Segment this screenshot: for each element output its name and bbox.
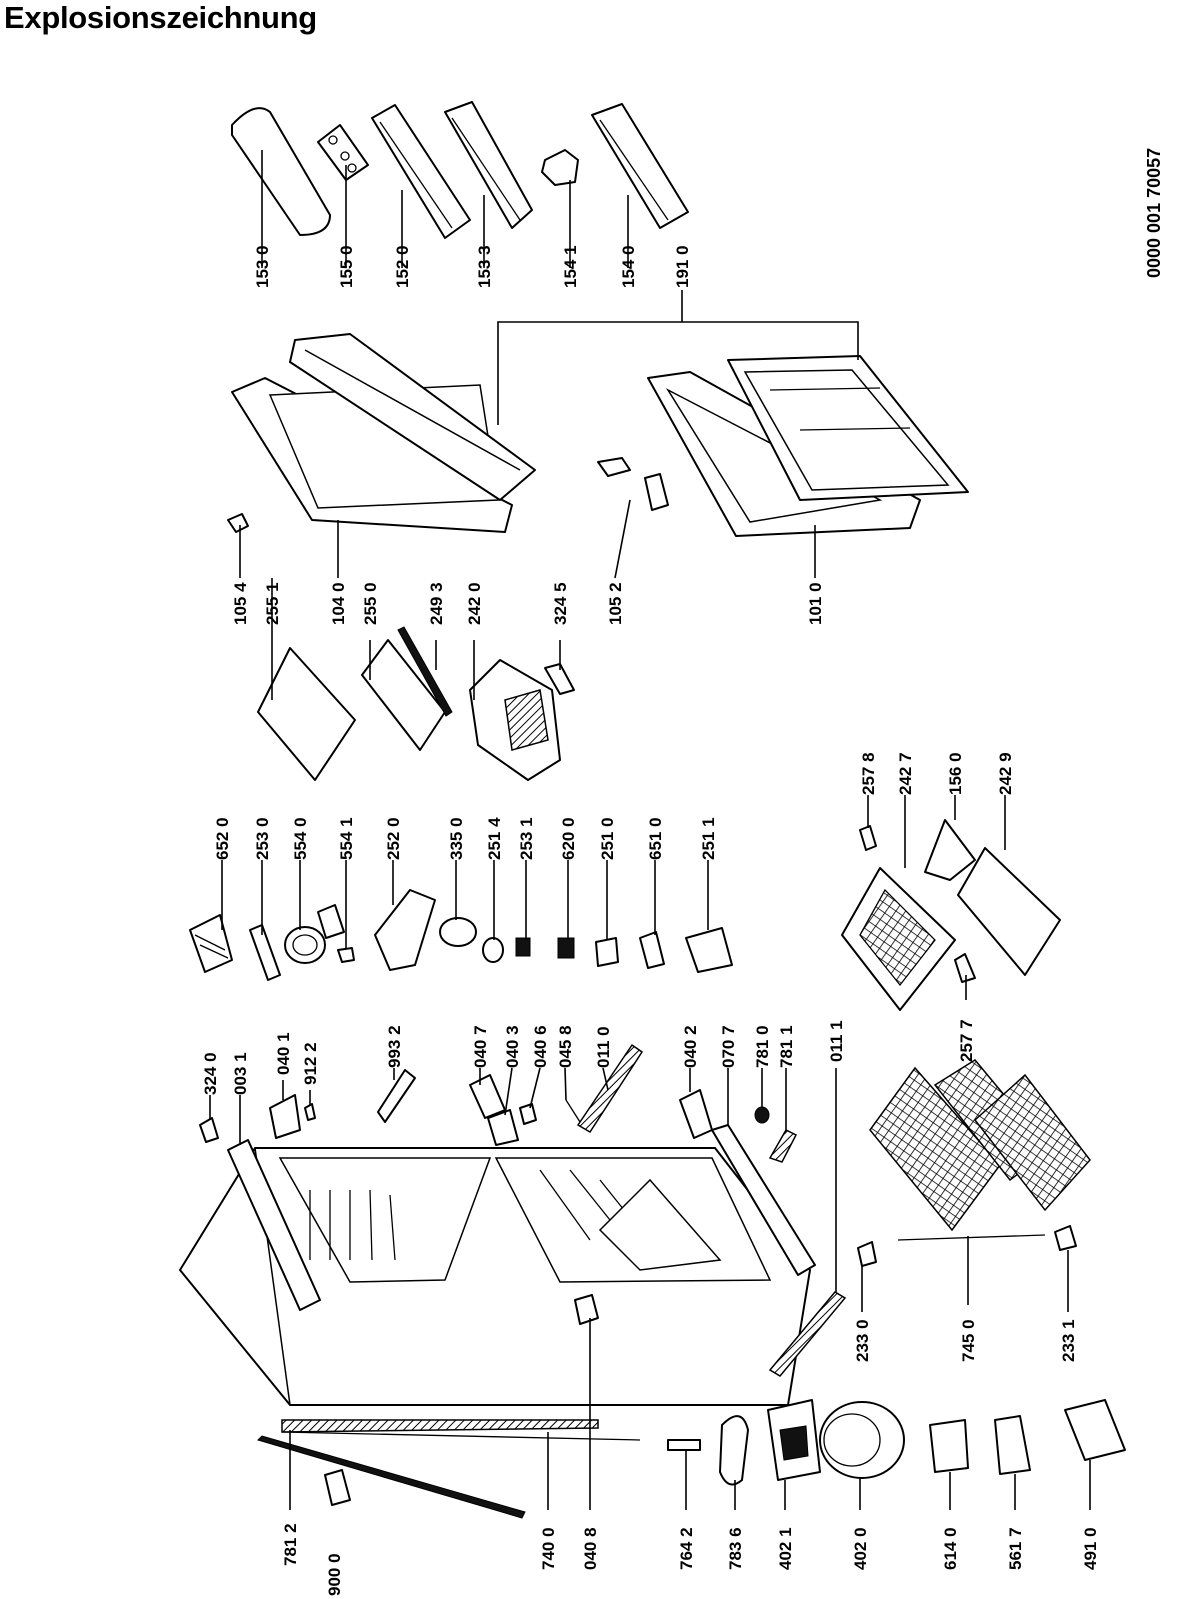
part-label: 104 0 — [329, 582, 348, 625]
part-label: 491 0 — [1081, 1527, 1100, 1570]
part-label: 912 2 — [301, 1042, 320, 1085]
part-label: 045 8 — [556, 1025, 575, 1068]
freezer-drawers — [841, 819, 1061, 1011]
part-label: 251 4 — [485, 817, 504, 860]
part-label: 011 1 — [827, 1020, 846, 1062]
part-label: 156 0 — [946, 752, 965, 795]
part-label: 191 0 — [673, 245, 692, 288]
part-label: 257 7 — [957, 1019, 976, 1062]
part-label: 153 3 — [475, 245, 494, 288]
part-label: 620 0 — [559, 817, 578, 860]
part-label: 101 0 — [806, 582, 825, 625]
part-label: 740 0 — [539, 1527, 558, 1570]
part-label: 764 2 — [677, 1527, 696, 1570]
part-label: 993 2 — [385, 1025, 404, 1068]
part-label: 249 3 — [427, 582, 446, 625]
part-label: 252 0 — [384, 817, 403, 860]
part-label: 324 0 — [201, 1052, 220, 1095]
part-label: 324 5 — [551, 582, 570, 625]
wire-baskets — [857, 1059, 1091, 1267]
leader-lines — [209, 150, 1091, 1510]
shelves-crisper — [257, 626, 575, 781]
part-label: 402 0 — [851, 1527, 870, 1570]
part-label: 402 1 — [776, 1527, 795, 1570]
part-label: 652 0 — [213, 817, 232, 860]
part-label: 651 0 — [646, 817, 665, 860]
part-label: 335 0 — [447, 817, 466, 860]
part-labels: 153 0 155 0 152 0 153 3 154 1 154 0 191 … — [201, 245, 1100, 1596]
part-label: 152 0 — [393, 245, 412, 288]
part-label: 783 6 — [726, 1527, 745, 1570]
part-label: 614 0 — [941, 1527, 960, 1570]
compressor-parts — [667, 1399, 1126, 1486]
part-label: 781 1 — [777, 1025, 796, 1068]
part-label: 255 1 — [263, 582, 282, 625]
part-label: 154 1 — [561, 245, 580, 288]
part-label: 040 1 — [274, 1032, 293, 1075]
part-label: 040 8 — [581, 1527, 600, 1570]
part-label: 242 7 — [896, 752, 915, 795]
page-title: Explosionszeichnung — [4, 0, 317, 35]
part-label: 070 7 — [719, 1025, 738, 1068]
part-label: 745 0 — [959, 1319, 978, 1362]
part-label: 251 1 — [699, 817, 718, 860]
part-label: 253 1 — [517, 817, 536, 860]
part-label: 105 2 — [606, 582, 625, 625]
document-number: 0000 001 70057 — [1144, 148, 1164, 278]
door-assemblies — [227, 290, 969, 537]
part-label: 040 7 — [471, 1025, 490, 1068]
part-label: 781 0 — [753, 1025, 772, 1068]
part-label: 011 0 — [594, 1026, 613, 1068]
part-label: 257 8 — [859, 752, 878, 795]
part-label: 105 4 — [231, 582, 250, 625]
control-parts — [189, 889, 733, 981]
cabinet-body — [179, 1043, 847, 1519]
part-label: 155 0 — [337, 245, 356, 288]
part-label: 554 0 — [291, 817, 310, 860]
part-label: 255 0 — [361, 582, 380, 625]
part-label: 233 1 — [1059, 1319, 1078, 1362]
part-label: 251 0 — [598, 817, 617, 860]
part-label: 561 7 — [1006, 1527, 1025, 1570]
part-label: 554 1 — [337, 817, 356, 860]
part-label: 233 0 — [853, 1319, 872, 1362]
part-label: 242 9 — [996, 752, 1015, 795]
part-label: 242 0 — [465, 582, 484, 625]
door-shelf-parts — [231, 101, 689, 239]
part-label: 003 1 — [231, 1052, 250, 1095]
part-label: 253 0 — [253, 817, 272, 860]
part-label: 040 3 — [503, 1025, 522, 1068]
part-label: 781 2 — [281, 1523, 300, 1566]
part-label: 040 2 — [681, 1025, 700, 1068]
part-label: 153 0 — [253, 245, 272, 288]
part-label: 040 6 — [531, 1025, 550, 1068]
part-label: 900 0 — [325, 1553, 344, 1596]
part-label: 154 0 — [619, 245, 638, 288]
